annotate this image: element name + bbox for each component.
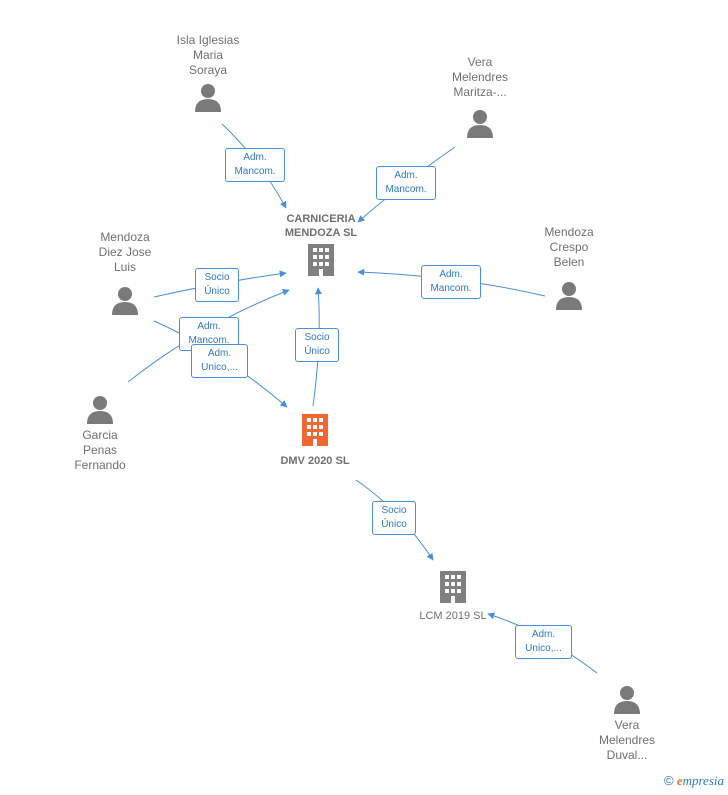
company-dmv-2020[interactable]: DMV 2020 SL [256, 412, 374, 468]
company-carniceria-mendoza[interactable]: CARNICERIA MENDOZA SL [262, 212, 380, 278]
person-icon [614, 686, 640, 714]
empresia-logo: © empresia [664, 773, 724, 789]
edge-label-mendoza-diez-carniceria[interactable]: Socio Único [195, 268, 239, 302]
person-icon [112, 287, 138, 315]
person-icon [467, 110, 493, 138]
person-icon [87, 396, 113, 424]
company-name: DMV 2020 SL [280, 455, 350, 467]
brand-name: mpresia [682, 773, 724, 788]
edge-label-dmv-lcm[interactable]: Socio Único [372, 501, 416, 535]
building-icon [440, 571, 466, 603]
edge-label-isla-carniceria[interactable]: Adm. Mancom. [225, 148, 285, 182]
person-mendoza-diez[interactable]: Mendoza Diez Jose Luis [75, 230, 175, 315]
person-name: Vera Melendres Duval... [598, 718, 656, 762]
edge-label-dmv-carniceria[interactable]: Socio Único [295, 328, 339, 362]
person-icon [556, 282, 582, 310]
building-icon [308, 244, 334, 276]
edge-label-mendoza-crespo-carniceria[interactable]: Adm. Mancom. [421, 265, 481, 299]
edge-label-vera-maritza-carniceria[interactable]: Adm. Mancom. [376, 166, 436, 200]
person-icon [195, 84, 221, 112]
person-vera-maritza[interactable]: Vera Melendres Maritza-... [430, 55, 530, 138]
edge-label-vera-duval-lcm[interactable]: Adm. Unico,... [515, 625, 572, 659]
person-name: Vera Melendres Maritza-... [451, 55, 509, 99]
company-name: CARNICERIA MENDOZA SL [284, 213, 358, 239]
person-name: Mendoza Crespo Belen [544, 225, 594, 269]
person-name: Isla Iglesias Maria Soraya [176, 33, 240, 77]
person-name: Mendoza Diez Jose Luis [98, 230, 152, 274]
brand-initial: e [676, 773, 683, 788]
building-icon [302, 414, 328, 446]
company-lcm-2019[interactable]: LCM 2019 SL [392, 569, 514, 623]
person-vera-duval[interactable]: Vera Melendres Duval... [577, 684, 677, 763]
edge-label-mendoza-diez-dmv[interactable]: Adm. Unico,... [191, 344, 248, 378]
person-mendoza-crespo[interactable]: Mendoza Crespo Belen [519, 225, 619, 310]
person-garcia-penas[interactable]: Garcia Penas Fernando [50, 394, 150, 473]
person-isla-iglesias[interactable]: Isla Iglesias Maria Soraya [158, 33, 258, 112]
company-name: LCM 2019 SL [419, 610, 487, 622]
person-name: Garcia Penas Fernando [74, 428, 126, 472]
copyright-symbol: © [663, 773, 674, 788]
